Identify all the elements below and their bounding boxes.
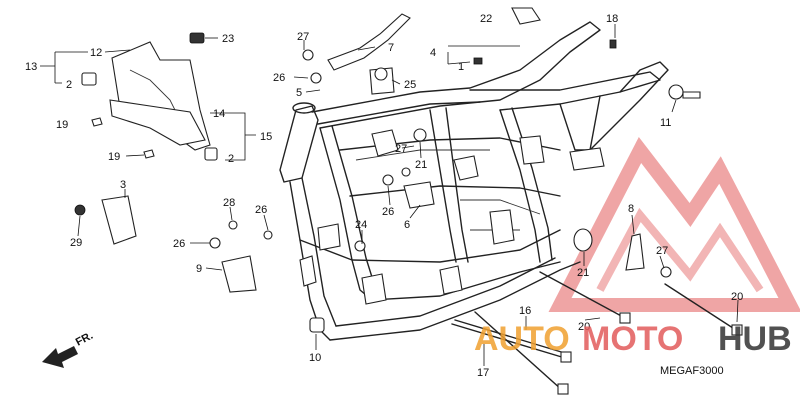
callout-9: 9 (196, 263, 202, 275)
callout-8: 8 (628, 203, 634, 215)
watermark-logo (548, 137, 800, 312)
callout-28: 28 (223, 197, 235, 209)
callout-10: 10 (309, 352, 321, 364)
callout-12: 12 (90, 47, 102, 59)
front-direction-indicator: FR. (42, 330, 95, 368)
callout-4: 4 (430, 47, 436, 59)
diagram-code: MEGAF3000 (660, 365, 724, 377)
watermark-text: AUTO MOTO HUB (474, 320, 792, 358)
watermark-part-hub: HUB (718, 320, 792, 358)
callout-27-right: 27 (656, 245, 668, 257)
callout-15: 15 (260, 131, 272, 143)
watermark-part-auto: AUTO (474, 320, 570, 358)
callout-25: 25 (404, 79, 416, 91)
callout-19: 19 (56, 119, 68, 131)
callout-26: 26 (273, 72, 285, 84)
callout-21-right: 21 (577, 267, 589, 279)
callout-29: 29 (70, 237, 82, 249)
front-label: FR. (74, 330, 95, 349)
callout-19-lower: 19 (108, 151, 120, 163)
callout-26-lower: 26 (173, 238, 185, 250)
callout-14: 14 (213, 108, 225, 120)
callout-2: 2 (66, 79, 72, 91)
callout-21: 21 (415, 159, 427, 171)
callout-23: 23 (222, 33, 234, 45)
callout-16: 16 (519, 305, 531, 317)
callout-20-right: 20 (731, 291, 743, 303)
watermark-part-moto: MOTO (582, 320, 683, 358)
callout-7: 7 (388, 42, 394, 54)
leader-lines (40, 24, 739, 366)
loose-parts (74, 7, 743, 395)
callout-26-left: 26 (255, 204, 267, 216)
callout-26-mid: 26 (382, 206, 394, 218)
callout-13: 13 (25, 61, 37, 73)
callout-20: 20 (578, 321, 590, 333)
callout-6: 6 (404, 219, 410, 231)
callout-18: 18 (606, 13, 618, 25)
callout-17: 17 (477, 367, 489, 379)
callout-5: 5 (296, 87, 302, 99)
callout-22: 22 (480, 13, 492, 25)
callout-1: 1 (458, 61, 464, 73)
callout-24: 24 (355, 219, 367, 231)
callout-27-mid: 27 (395, 143, 407, 155)
main-frame (279, 21, 669, 341)
callout-labels: 13 12 2 23 27 7 22 18 4 1 26 25 5 19 14 … (25, 13, 743, 379)
callout-27: 27 (297, 31, 309, 43)
callout-2-lower: 2 (228, 153, 234, 165)
callout-11: 11 (660, 117, 671, 129)
callout-3: 3 (120, 179, 126, 191)
